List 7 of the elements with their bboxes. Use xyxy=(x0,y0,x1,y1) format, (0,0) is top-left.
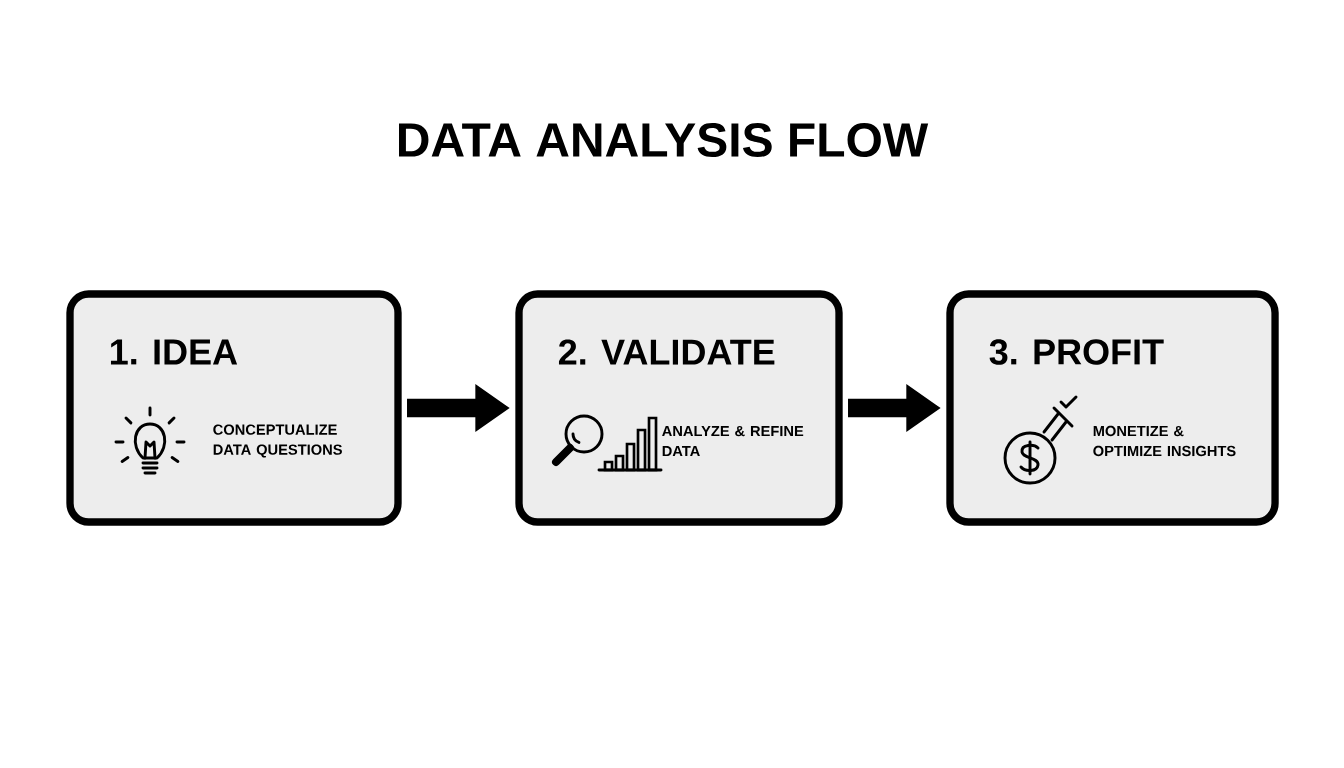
step-description: ANALYZE & REFINE DATA xyxy=(662,425,804,457)
step-description: CONCEPTUALIZE DATA QUESTIONS xyxy=(213,424,342,458)
step-heading: 1. IDEA xyxy=(110,339,238,365)
step-heading: 2. VALIDATE xyxy=(559,339,775,365)
step-heading: 3. PROFIT xyxy=(989,339,1164,365)
title: DATA ANALYSIS FLOW xyxy=(399,123,929,157)
step-description: MONETIZE & OPTIMIZE INSIGHTS xyxy=(1093,425,1236,457)
